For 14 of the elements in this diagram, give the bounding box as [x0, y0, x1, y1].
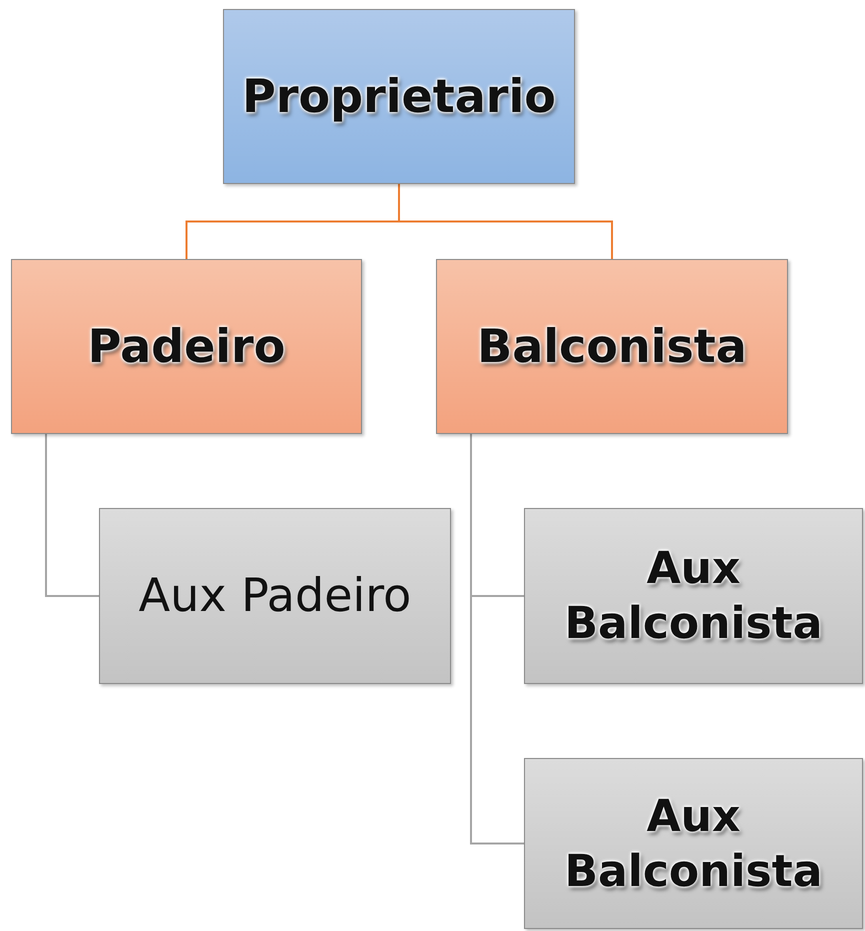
org-box: [223, 9, 575, 184]
role-label: Balconista: [477, 318, 747, 375]
connector-line: [45, 434, 99, 597]
role-label: Aux Padeiro: [138, 567, 412, 624]
org-box: [524, 508, 863, 684]
role-label: Padeiro: [88, 318, 286, 375]
org-box: [436, 259, 788, 434]
role-label: Proprietario: [242, 68, 556, 125]
org-box: [524, 758, 863, 929]
org-box: [99, 508, 451, 684]
org-box: [11, 259, 362, 434]
connector-line: [398, 184, 613, 259]
role-label: Aux Balconista: [564, 542, 824, 651]
role-label: Aux Balconista: [564, 790, 824, 898]
